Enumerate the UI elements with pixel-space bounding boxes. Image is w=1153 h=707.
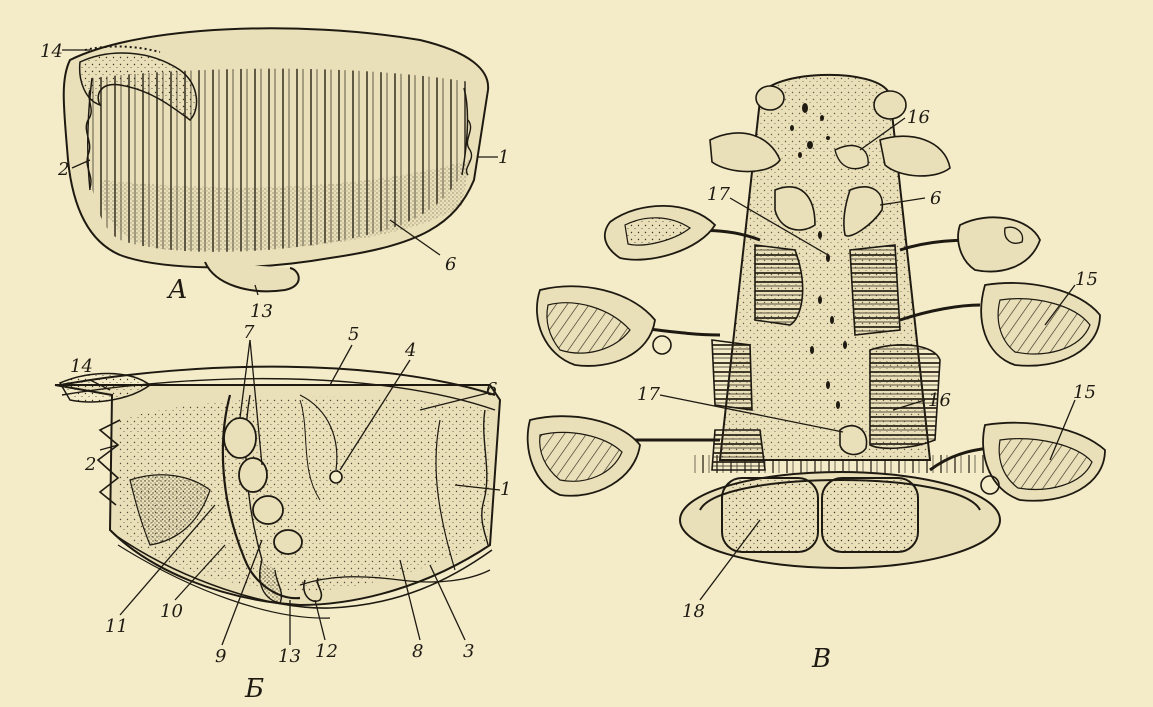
label-c-18: 18 [682,601,705,622]
label-c-16-lower: 16 [928,390,951,411]
label-c-15-lower: 15 [1073,382,1096,403]
label-c-17-upper: 17 [707,184,730,205]
label-a-1: 1 [498,147,509,168]
label-b-7: 7 [243,322,255,343]
label-b-6: 6 [486,379,497,400]
label-b-13: 13 [278,646,301,667]
label-c-15-upper: 15 [1075,269,1098,290]
label-c-16-upper: 16 [907,107,930,128]
label-b-14: 14 [70,356,93,377]
label-b-12: 12 [315,641,338,662]
panel-letter-c: В [811,644,831,674]
label-a-6: 6 [445,254,456,275]
label-b-4: 4 [404,340,416,361]
label-b-3: 3 [463,641,474,662]
panel-b-section [55,367,500,618]
label-b-8: 8 [412,641,423,662]
label-b-9: 9 [215,646,226,667]
panel-c-colony [528,75,1105,568]
label-a-2: 2 [57,159,69,180]
label-a-14: 14 [40,41,63,62]
panel-letter-b: Б [244,674,264,704]
panel-letter-a: А [166,275,188,305]
label-b-1: 1 [500,479,511,500]
label-c-6: 6 [930,188,941,209]
label-a-13: 13 [250,301,273,322]
panel-a-organism [64,28,488,291]
label-b-10: 10 [160,601,183,622]
label-b-2: 2 [84,454,96,475]
label-c-17-lower: 17 [637,384,660,405]
label-b-11: 11 [105,616,128,637]
label-b-5: 5 [348,324,359,345]
